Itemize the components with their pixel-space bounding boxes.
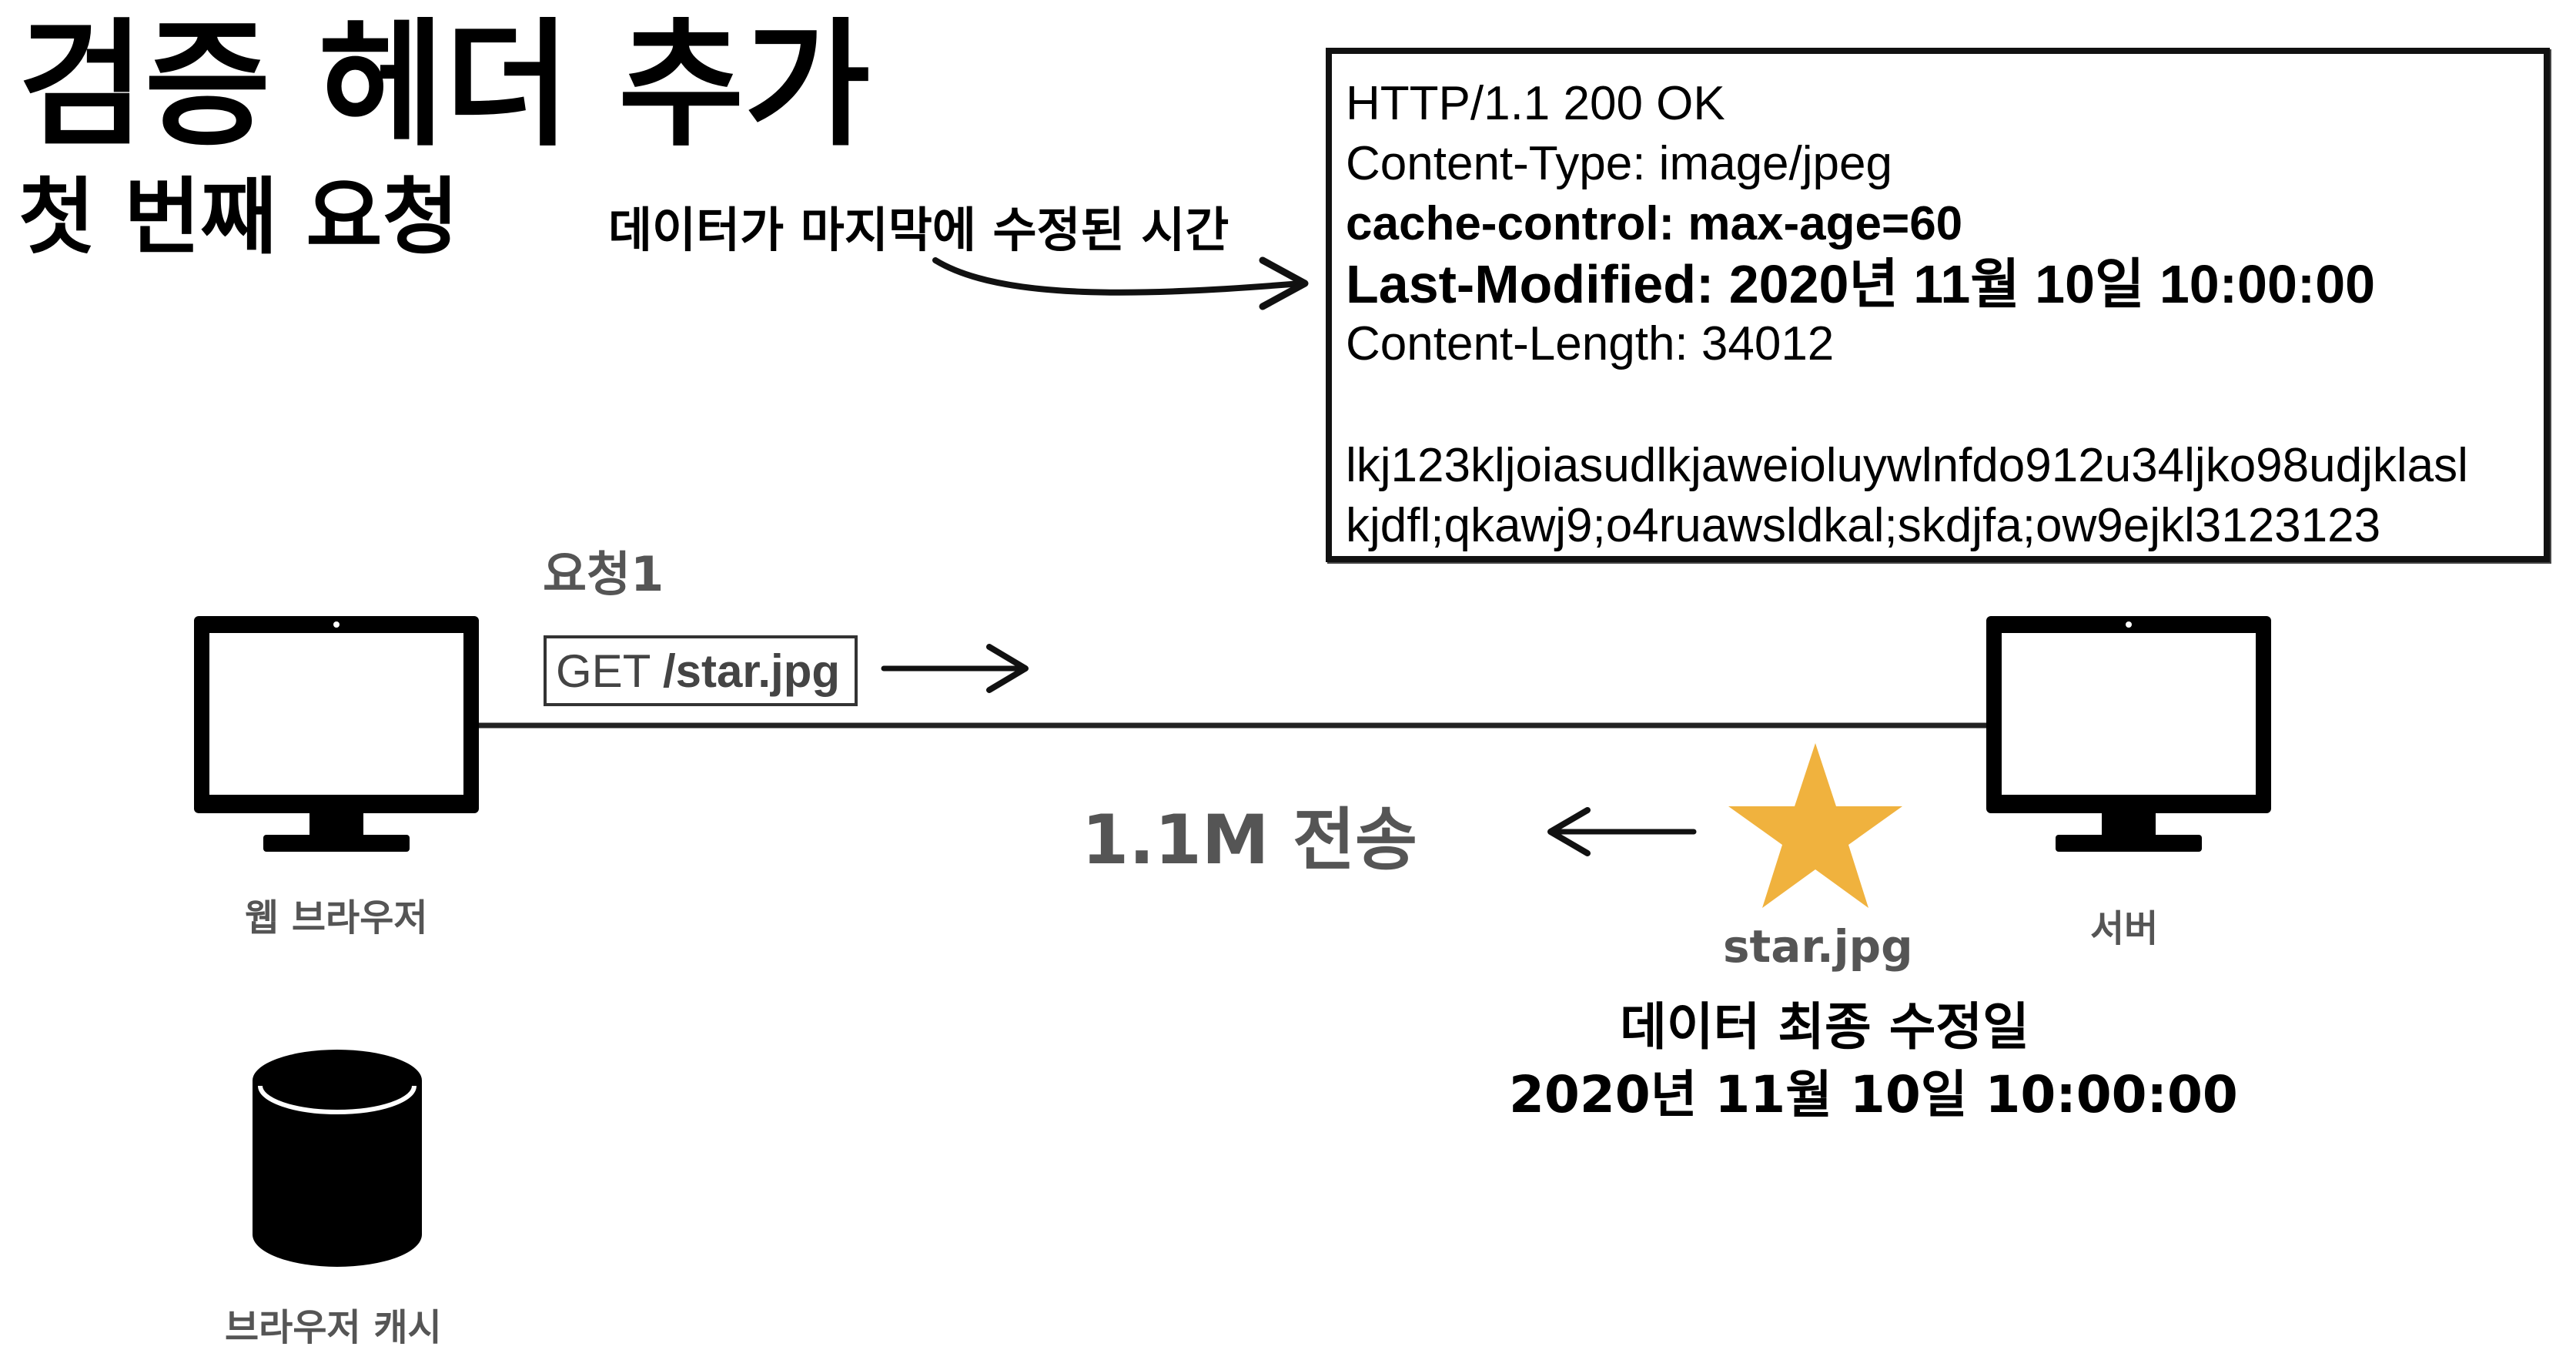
cache-control-header: cache-control: max-age=60 [1346, 197, 1963, 250]
page-title: 검증 헤더 추가 [18, 5, 871, 165]
request-box: GET /star.jpg [544, 635, 858, 706]
request-arrow [881, 644, 1029, 693]
browser-cache-label: 브라우저 캐시 [225, 1306, 442, 1349]
database-icon [253, 1050, 422, 1267]
resource-name: star.jpg [1723, 920, 1913, 973]
modified-value: 2020년 11월 10일 10:00:00 [1509, 1065, 2238, 1124]
response-arrow [1547, 807, 1697, 856]
server-monitor-icon [1986, 616, 2271, 852]
browser-label: 웹 브라우저 [245, 896, 428, 940]
last-modified-header: Last-Modified: 2020년 11월 10일 10:00:00 [1346, 254, 2376, 314]
resource-modified: 데이터 최종 수정일 2020년 11월 10일 10:00:00 [1509, 993, 2238, 1129]
body-line-1: lkj123kljoiasudlkjaweioluywlnfdo912u34lj… [1346, 439, 2468, 492]
request-method: GET [556, 645, 663, 697]
star-icon [1728, 743, 1902, 908]
page-subtitle: 첫 번째 요청 [18, 169, 459, 266]
blank-line [1346, 374, 2544, 436]
browser-monitor-icon [194, 616, 479, 852]
transfer-size-label: 1.1M 전송 [1082, 800, 1418, 879]
body-line-2: kjdfl;qkawj9;o4ruawsldkal;skdjfa;ow9ejkl… [1346, 499, 2381, 552]
http-response-box: HTTP/1.1 200 OK Content-Type: image/jpeg… [1326, 48, 2550, 562]
last-modified-annotation: 데이터가 마지막에 수정된 시간 [608, 202, 1229, 258]
content-length-header: Content-Length: 34012 [1346, 317, 1835, 370]
modified-label: 데이터 최종 수정일 [1620, 997, 2029, 1057]
content-type-header: Content-Type: image/jpeg [1346, 137, 1892, 190]
request-path: /star.jpg [662, 645, 841, 697]
request-label: 요청1 [543, 546, 664, 602]
status-line: HTTP/1.1 200 OK [1346, 77, 1725, 130]
server-label: 서버 [2090, 907, 2159, 950]
